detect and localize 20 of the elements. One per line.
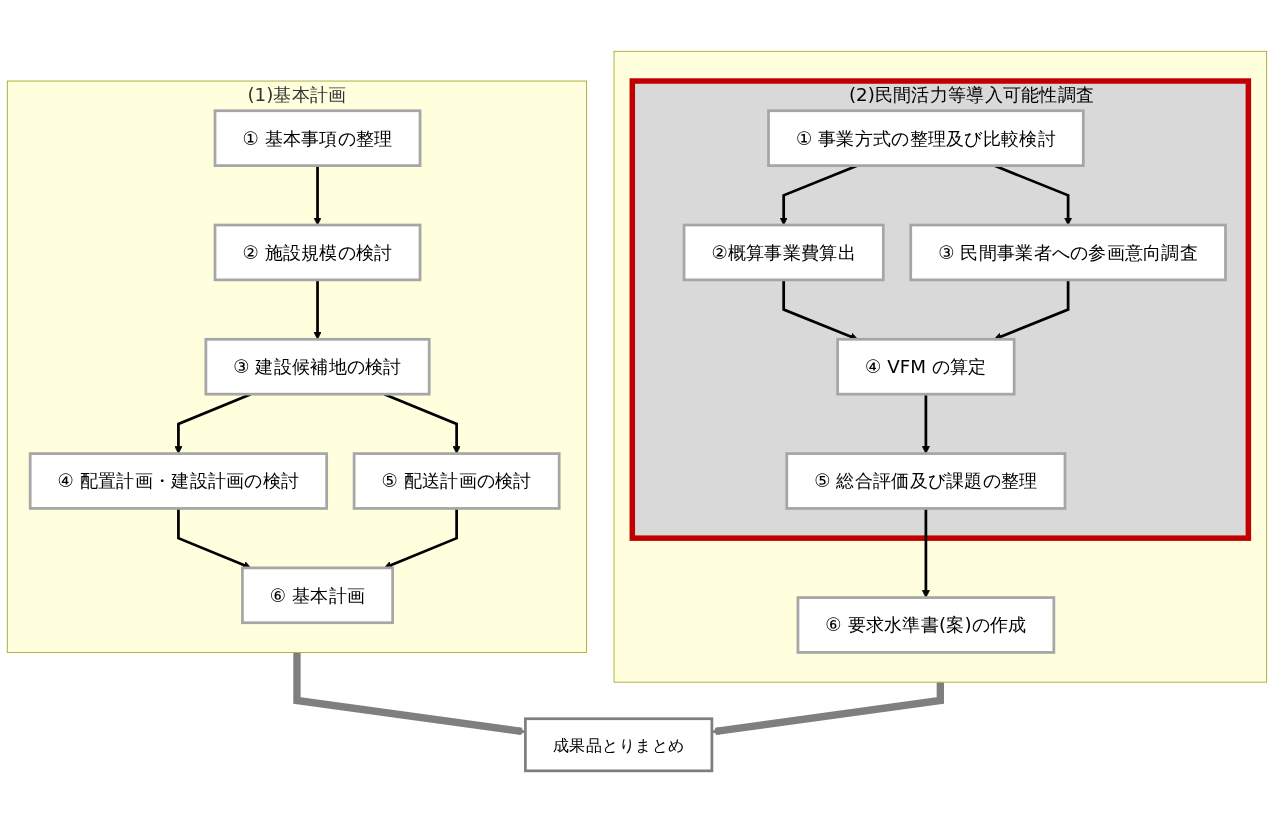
node-box: ②概算事業費算出	[682, 224, 885, 282]
node-box: 成果品とりまとめ	[524, 717, 714, 773]
node-box: ④ VFM の算定	[836, 338, 1016, 396]
arrow	[383, 508, 458, 570]
node-box: ⑤ 配送計画の検討	[352, 452, 561, 511]
arrow	[921, 394, 930, 455]
node-box: ① 事業方式の整理及び比較検討	[767, 109, 1085, 168]
node-box: ⑥ 基本計画	[241, 566, 394, 625]
arrow	[921, 508, 930, 599]
node-box: ③ 建設候補地の検討	[204, 338, 431, 396]
arrow	[711, 682, 944, 736]
node-box: ④ 配置計画・建設計画の検討	[28, 452, 329, 511]
node-box: ⑤ 総合評価及び課題の整理	[785, 452, 1067, 511]
cluster	[613, 51, 1268, 684]
arrow	[293, 652, 526, 736]
node-box: ① 基本事項の整理	[213, 109, 422, 168]
node-box: ③ 民間事業者への参画意向調査	[909, 224, 1227, 282]
arrow	[313, 166, 322, 226]
node-box: ⑥ 要求水準書(案)の作成	[796, 596, 1056, 655]
node-box: ② 施設規模の検討	[213, 224, 422, 282]
